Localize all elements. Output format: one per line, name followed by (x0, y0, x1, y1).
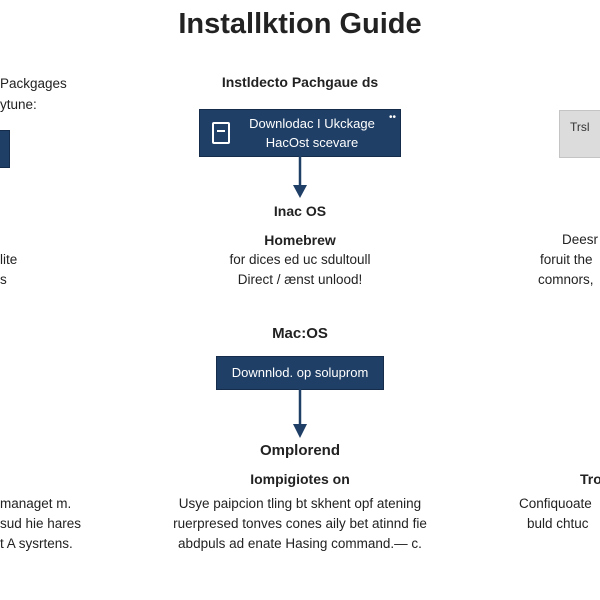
center-heading: Instldecto Pachgaue ds (221, 74, 379, 90)
node1-line-2: Direct / ænst unlood! (237, 272, 363, 287)
left-top-line-2: ytune: (0, 97, 37, 112)
node3-subheading: Iompigiotes on (250, 471, 350, 487)
node1-line-1: for dices ed uc sdultoull (229, 252, 371, 267)
left-bottom-line-1: managet m. (0, 496, 72, 511)
left-box[interactable] (0, 130, 10, 168)
download-box-line-1: Downlodac I Ukckage (249, 116, 375, 131)
right-bottom-line-2: buld chtuc (527, 516, 589, 531)
node2-label: Mac:OS (272, 325, 328, 342)
node3-label: Omplorend (259, 442, 340, 459)
download-package-box[interactable]: •• Downlodac I Ukckage HacOst scevare (199, 109, 401, 157)
right-bottom-line-1: Confiquoate (519, 496, 592, 511)
left-bottom-line-3: t A sysrtens. (0, 536, 73, 551)
right-mid-line-2: foruit the (540, 252, 593, 267)
right-mid-line-1: Deesr (562, 232, 599, 247)
node1-subheading: Homebrew (264, 232, 336, 248)
left-mid-line-1: lite (0, 252, 18, 267)
box-corner-mark: •• (388, 112, 396, 123)
arrow-down-icon (293, 155, 307, 198)
node3-line-1: Usye paipcion tling bt skhent opf atenin… (178, 496, 422, 511)
download-solution-label: Downnlod. op soluprom (231, 365, 369, 380)
node3-line-3: abdpuls ad enate Hasing command.— c. (178, 536, 422, 551)
right-mid-line-3: comnors, (538, 272, 594, 287)
right-box[interactable]: Trsl (559, 110, 600, 158)
arrow-down-icon (293, 388, 307, 438)
left-bottom-line-2: sud hie hares (0, 516, 82, 531)
right-bottom-heading: Tro (580, 471, 600, 487)
node3-line-2: ruerpresed tonves cones aily bet atinnd … (173, 516, 427, 531)
left-top-line-1: Packgages (0, 76, 67, 91)
right-box-label: Trsl (570, 120, 590, 134)
download-box-line-2: HacOst scevare (265, 135, 359, 150)
left-mid-line-2: s (0, 272, 7, 287)
document-icon (212, 122, 230, 144)
page-title: Installktion Guide (178, 8, 422, 40)
node1-label: Inac OS (273, 203, 327, 219)
download-solution-box[interactable]: Downnlod. op soluprom (216, 356, 384, 390)
